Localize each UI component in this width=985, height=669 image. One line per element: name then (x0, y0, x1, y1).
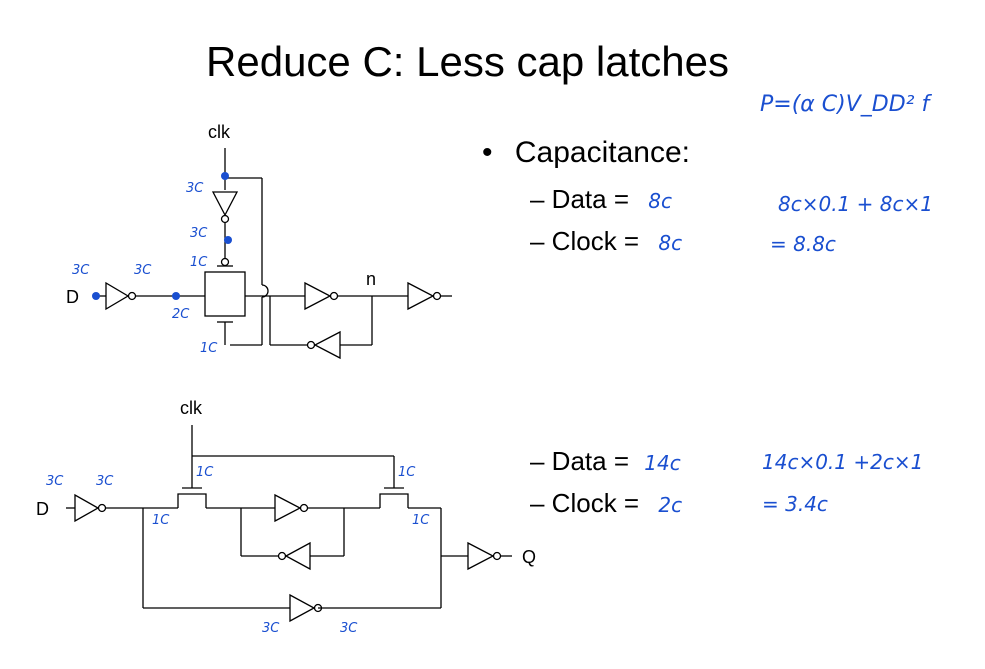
latch2-cap-annotation: 1C (152, 513, 170, 528)
capacitance-label: Capacitance: (514, 136, 690, 169)
latch2-bottom-inverter (289, 593, 316, 623)
latch1-d-label: D (66, 287, 79, 307)
latch1-feedback-inverter (313, 330, 341, 360)
latch1-output-inverter-bubble (432, 291, 442, 301)
latch2-clock-label: – Clock = (530, 488, 640, 518)
latch1-feedback-inverter-bubble (306, 340, 316, 350)
latch1-d-dot (92, 292, 100, 300)
latch2-clock-row: – Clock = 2c (530, 488, 682, 519)
latch1-cap-annotation: 3C (186, 181, 204, 196)
latch1-input-inverter-bubble (127, 291, 137, 301)
latch1-n-label: n (366, 269, 376, 289)
latch2-feedback-inverter (284, 541, 311, 571)
latch1-clk-inverter (211, 191, 239, 217)
latch1-cap-annotation: 3C (190, 226, 208, 241)
latch1-cap-annotation: 3C (134, 263, 152, 278)
latch1-clk-inverter-bubble (220, 214, 230, 224)
latch1-clock-label: – Clock = (530, 226, 640, 256)
latch1-input-inverter (105, 281, 130, 311)
bullet-marker: • (482, 136, 493, 169)
latch2-cap-annotation: 3C (46, 474, 64, 489)
latch1-output-inverter (407, 281, 435, 311)
latch2-cap-annotation: 3C (96, 474, 114, 489)
latch1-data-label: – Data = (530, 184, 630, 214)
latch1-pmos-gate-bubble (220, 257, 230, 267)
latch2-cap-annotation: 3C (340, 621, 358, 636)
latch1-clkb-dot (224, 236, 232, 244)
latch1-clock-value: 8c (658, 231, 683, 255)
latch2-cap-annotation: 1C (398, 465, 416, 480)
latch2-bottom-inverter-bubble (313, 603, 323, 613)
latch1-clk-label: clk (208, 122, 231, 142)
latch2-input-inverter (74, 493, 100, 523)
latch1-clock-row: – Clock = 8c (530, 226, 682, 257)
latch1-cap-annotation: 1C (190, 255, 208, 270)
latch2-cap-annotation: 3C (262, 621, 280, 636)
latch2-q-label: Q (522, 547, 536, 567)
latch2-clock-value: 2c (658, 493, 683, 517)
latch1-cap-annotation: 3C (72, 263, 90, 278)
latch2-data-value: 14c (644, 451, 681, 475)
latch2-data-row: – Data = 14c (530, 446, 681, 477)
latch2-cap-annotation: 1C (196, 465, 214, 480)
latch2-feedback-inverter-bubble (277, 551, 287, 561)
latch2-data-label: – Data = (530, 446, 630, 476)
latch1-data-value: 8c (648, 189, 672, 213)
latch1-wire-crossover (261, 284, 269, 298)
latch2-nmos1-channel (177, 493, 207, 508)
latch1-transmission-gate (204, 271, 246, 317)
latch2-calc-line1: 14c×0.1 +2c×1 (762, 450, 924, 474)
latch2-forward-inverter-bubble (299, 503, 309, 513)
latch1-forward-inverter-bubble (329, 291, 339, 301)
power-equation-note: P=(α C)V_DD² f (760, 92, 930, 117)
latch2-clk-label: clk (180, 398, 203, 418)
latch2-output-inverter (467, 541, 495, 571)
latch2-input-inverter-bubble (97, 503, 107, 513)
latch2-forward-inverter (274, 493, 302, 523)
latch2-output-inverter-bubble (492, 551, 502, 561)
latch1-forward-inverter (304, 281, 332, 311)
latch1-mid-dot (172, 292, 180, 300)
latch1-cap-annotation: 1C (200, 341, 218, 356)
latch2-cap-annotation: 1C (412, 513, 430, 528)
latch1-calc-line2: = 8.8c (770, 232, 836, 256)
latch1-calc-line1: 8c×0.1 + 8c×1 (778, 192, 933, 216)
latch1-clk-dot (221, 172, 229, 180)
capacitance-heading: • Capacitance: (482, 136, 690, 170)
latch1-cap-annotation: 2C (172, 307, 190, 322)
latch2-d-label: D (36, 499, 49, 519)
latch2-nmos2-channel (379, 493, 409, 508)
slide-title: Reduce C: Less cap latches (206, 38, 729, 85)
latch1-data-row: – Data = 8c (530, 184, 672, 215)
latch2-calc-line2: = 3.4c (762, 492, 828, 516)
